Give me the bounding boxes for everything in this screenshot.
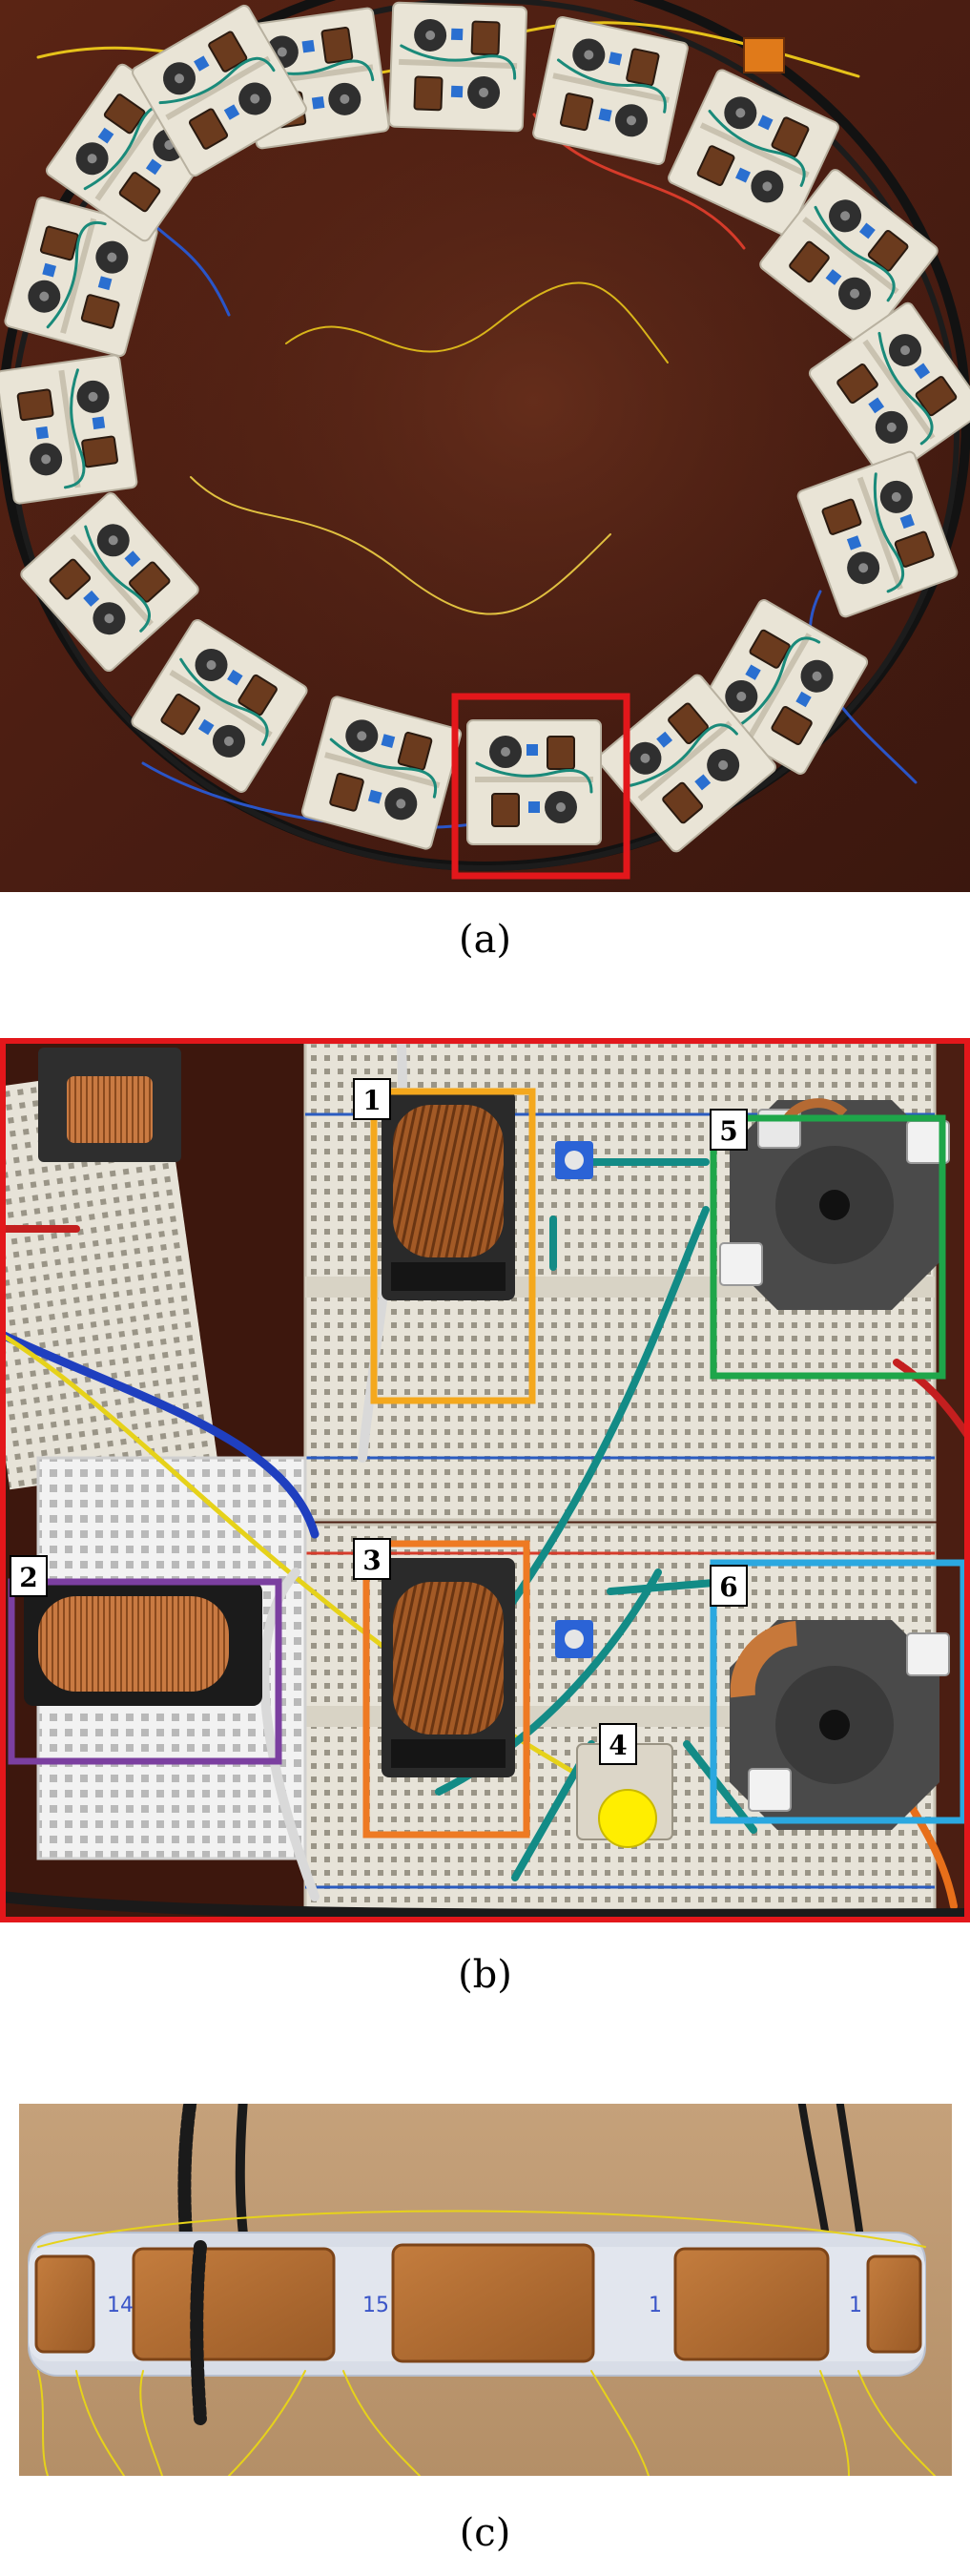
tile-number-15: 15 <box>362 2294 389 2317</box>
ring-array-illustration <box>0 0 970 892</box>
photo-coil-strip: 14 15 1 1 <box>19 2104 952 2476</box>
caption-b: (b) <box>458 1953 512 1997</box>
photo-coil-ring-overview <box>0 0 970 892</box>
highlight-box-3 <box>362 1540 530 1839</box>
highlight-box-5 <box>710 1114 946 1380</box>
photo-unit-closeup: 1 2 3 4 5 6 <box>0 1038 970 1922</box>
label-2: 2 <box>10 1555 48 1597</box>
highlight-box-selected-unit <box>451 693 630 880</box>
caption-a: (a) <box>458 918 512 962</box>
marker-4 <box>598 1789 657 1848</box>
closeup-illustration <box>0 1038 970 1922</box>
tile-number-1a: 1 <box>649 2294 662 2317</box>
highlight-box-6 <box>710 1559 967 1824</box>
label-5: 5 <box>710 1109 748 1151</box>
tile-number-1b: 1 <box>849 2294 862 2317</box>
label-4: 4 <box>599 1723 637 1765</box>
label-1: 1 <box>353 1078 391 1120</box>
label-3: 3 <box>353 1538 391 1580</box>
strip-illustration: 14 15 1 1 <box>19 2104 952 2476</box>
caption-c: (c) <box>459 2511 511 2555</box>
highlight-box-2 <box>8 1578 282 1765</box>
label-6: 6 <box>710 1565 748 1607</box>
closeup-frame <box>0 1038 970 1922</box>
tile-number-14: 14 <box>107 2294 134 2317</box>
highlight-box-1 <box>370 1088 536 1404</box>
